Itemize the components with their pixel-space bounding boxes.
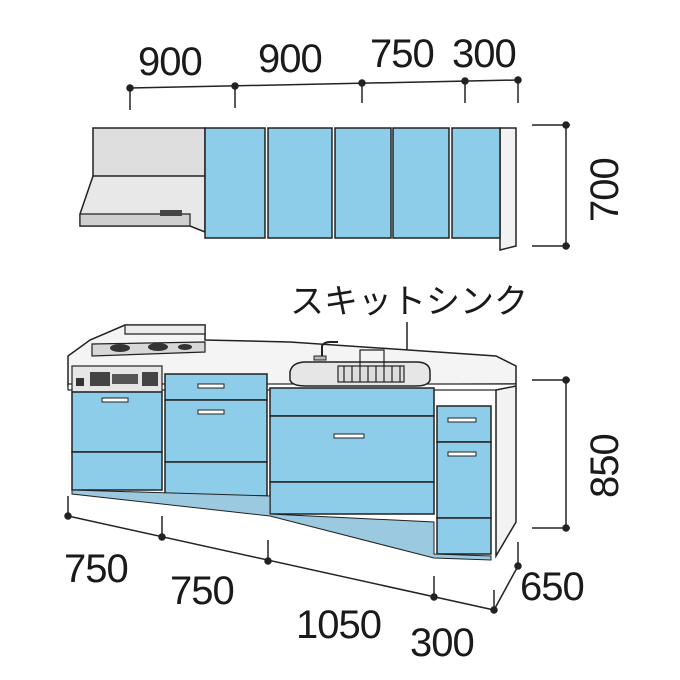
wall-cabinet-unit xyxy=(79,127,517,251)
wall-height-label: 700 xyxy=(583,158,627,222)
base-drawer-4-low xyxy=(436,517,492,555)
base-drawer-2-low xyxy=(164,461,268,497)
grill-controls-right xyxy=(142,372,158,386)
base-height-label: 850 xyxy=(583,434,627,498)
wall-width-1-label: 900 xyxy=(138,40,202,84)
plinth xyxy=(71,489,492,561)
wall-width-2-label: 900 xyxy=(258,37,322,81)
range-hood-lip xyxy=(79,213,191,227)
base-drawer-2-mid xyxy=(164,399,268,463)
base-drawer-4-top xyxy=(436,405,492,443)
base-width-4-label: 300 xyxy=(410,621,474,665)
wall-door-4 xyxy=(392,127,450,239)
base-drawer-1 xyxy=(71,391,163,453)
wall-cabinet-side-panel xyxy=(499,127,517,251)
grill-controls xyxy=(90,372,110,386)
wall-door-3 xyxy=(334,127,392,239)
wall-width-4-label: 300 xyxy=(452,32,516,76)
base-cabinet-unit xyxy=(67,324,517,561)
base-width-1-label: 750 xyxy=(64,547,128,591)
faucet-base xyxy=(313,355,327,361)
wall-door-5 xyxy=(451,127,501,239)
wall-height-dimension-line xyxy=(532,121,570,250)
base-drawer-3-mid xyxy=(269,415,435,483)
wall-width-dimension-line xyxy=(126,76,522,110)
base-drawer-3-top xyxy=(269,387,435,417)
base-drawer-1-lower xyxy=(71,451,163,491)
base-width-2-label: 750 xyxy=(170,569,234,613)
depth-label: 650 xyxy=(520,565,584,609)
wall-door-1 xyxy=(204,127,266,239)
drawer-handles xyxy=(101,383,477,457)
grill-display xyxy=(112,374,138,384)
stove-burners xyxy=(110,343,192,352)
countertop-back-edge xyxy=(124,324,206,335)
sink-name-label: スキットシンク xyxy=(290,282,528,322)
base-width-3-label: 1050 xyxy=(296,603,381,647)
depth-dimension-line xyxy=(493,542,522,611)
wall-width-3-label: 750 xyxy=(370,32,434,76)
base-width-dimension-line xyxy=(64,496,498,614)
wall-door-2 xyxy=(267,127,333,239)
base-drawer-3-low xyxy=(269,481,435,515)
base-cabinet-side-panel xyxy=(495,385,517,559)
sink-rack xyxy=(337,349,405,383)
grill-knob-1 xyxy=(76,378,84,386)
hood-control-panel xyxy=(160,210,182,216)
faucet xyxy=(321,341,338,358)
base-height-dimension-line xyxy=(532,376,570,532)
